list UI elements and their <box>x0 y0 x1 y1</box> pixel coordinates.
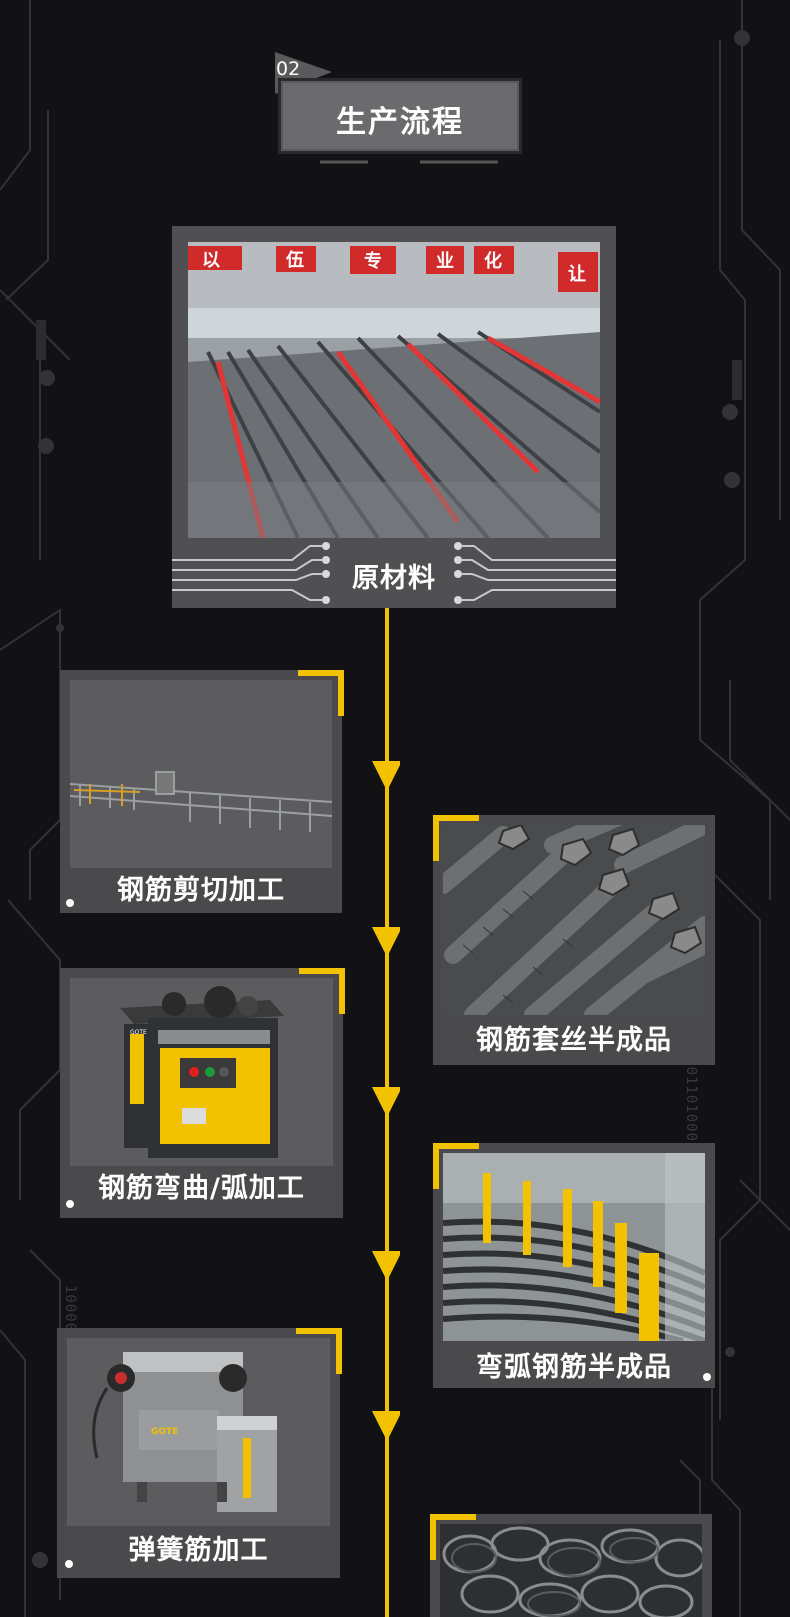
bent-rebar-photo <box>443 1153 705 1341</box>
step-card-coil <box>430 1514 712 1617</box>
machine-brand: GOTE <box>130 1029 147 1036</box>
warehouse-photo: 以 伍 专 业 化 让 <box>188 242 600 538</box>
section-number: 02 <box>276 58 301 80</box>
banner-char: 化 <box>484 250 502 272</box>
coiled-rebar-photo <box>440 1524 702 1617</box>
step-card-spring-rebar: GOTE 弹簧筋加工 <box>57 1328 342 1578</box>
flow-arrow-icon <box>372 927 400 957</box>
section-header: 02 生产流程 <box>270 50 530 165</box>
corner-accent <box>430 1514 476 1560</box>
step-card-raw-materials: 以 伍 专 业 化 让 <box>172 226 616 608</box>
indicator-dot <box>65 1560 73 1568</box>
page-title: 生产流程 <box>336 105 464 140</box>
step-label: 原材料 <box>352 563 436 594</box>
banner-char: 让 <box>568 264 586 285</box>
step-label: 钢筋弯曲/弧加工 <box>98 1173 305 1204</box>
step-card-bent-semi-finished: 弯弧钢筋半成品 <box>433 1143 715 1388</box>
banner-char: 专 <box>364 250 382 272</box>
banner-char: 业 <box>436 251 454 272</box>
step-label: 弯弧钢筋半成品 <box>476 1352 672 1383</box>
step-label: 钢筋套丝半成品 <box>476 1025 672 1056</box>
flow-arrow-icon <box>372 1411 400 1441</box>
indicator-dot <box>66 899 74 907</box>
flow-arrow-icon <box>372 761 400 791</box>
header-plate: 生产流程 <box>278 78 522 154</box>
step-card-bending: GOTE 钢筋弯曲/弧加工 <box>60 968 345 1218</box>
flow-arrow-icon <box>372 1251 400 1281</box>
banner-char: 伍 <box>285 249 304 271</box>
bending-machine-photo: GOTE <box>70 978 333 1166</box>
process-flow-line <box>372 605 400 1617</box>
step-card-threading: 钢筋套丝半成品 <box>433 815 715 1065</box>
step-card-shearing: 钢筋剪切加工 <box>60 670 344 913</box>
spring-machine-photo: GOTE <box>67 1338 330 1526</box>
banner-char: 以 <box>202 250 220 271</box>
machine-brand: GOTE <box>151 1427 178 1437</box>
corner-accent <box>298 670 344 716</box>
corner-accent <box>433 815 479 861</box>
step-label: 弹簧筋加工 <box>128 1535 269 1566</box>
step-label: 钢筋剪切加工 <box>117 875 285 906</box>
corner-accent <box>433 1143 479 1189</box>
threaded-rebar-photo <box>443 825 705 1015</box>
flow-arrow-icon <box>372 1087 400 1117</box>
circuit-trace-icon <box>172 542 616 604</box>
indicator-dot <box>703 1373 711 1381</box>
corner-accent <box>296 1328 342 1374</box>
shearing-line-photo <box>70 680 332 868</box>
corner-accent <box>299 968 345 1014</box>
indicator-dot <box>66 1200 74 1208</box>
